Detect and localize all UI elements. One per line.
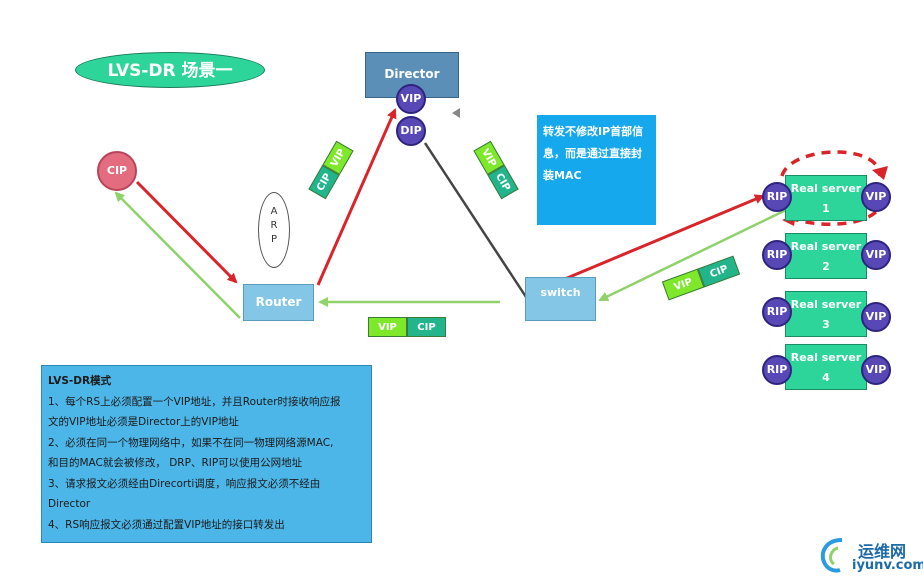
director-dip: DIP	[396, 116, 426, 146]
switch-node: switch	[525, 277, 596, 321]
response-rs-switch-line	[598, 208, 787, 302]
rs1-vip-loop	[780, 150, 882, 177]
director-vip: VIP	[396, 84, 426, 114]
packet-field: CIP	[407, 317, 446, 337]
diagram-title: LVS-DR 场景一	[75, 52, 265, 88]
rs2-vip: VIP	[861, 240, 891, 270]
small-arrow-icon	[452, 108, 460, 118]
watermark: 运维网 iyunv.com	[818, 530, 923, 578]
request-switch-rs1-line	[559, 194, 765, 283]
director-label: Director	[384, 67, 440, 81]
rs1-vip: VIP	[861, 182, 891, 212]
note-line: 装MAC	[543, 169, 582, 182]
real-server-label: Real server	[790, 351, 862, 364]
director-switch-line	[423, 142, 530, 301]
packet-switch-router: VIP CIP	[368, 317, 446, 337]
info-line: 4、RS响应报文必须通过配置VIP地址的接口转发出	[48, 518, 285, 531]
packet-field: VIP	[368, 317, 407, 337]
rs3-rip: RIP	[762, 297, 792, 327]
real-server-label: Real server	[790, 240, 862, 253]
info-line: 2、必须在同一个物理网络中，如果不在同一物理网络源MAC,	[48, 436, 334, 449]
real-server-number: 3	[822, 318, 830, 331]
real-server-label: Real server	[790, 182, 862, 195]
real-server-number: 4	[822, 371, 830, 384]
rs1-rip: RIP	[762, 182, 792, 212]
router-node: Router	[243, 284, 314, 321]
info-line: 1、每个RS上必须配置一个VIP地址，并且Router时接收响应报	[48, 395, 341, 408]
info-line: 文的VIP地址必须是Director上的VIP地址	[48, 416, 239, 428]
real-server-3: Real server 3	[785, 291, 867, 337]
info-heading: LVS-DR模式	[48, 375, 112, 387]
dr-note: 转发不修改IP首部信 息，而是通过直接封 装MAC	[537, 115, 656, 225]
real-server-1: Real server 1	[785, 175, 867, 221]
real-server-label: Real server	[790, 298, 862, 311]
rs3-vip: VIP	[861, 302, 891, 332]
real-server-4: Real server 4	[785, 344, 867, 390]
info-line: 3、请求报文必须经由Direcorti调度，响应报文必须不经由	[48, 477, 321, 490]
real-server-2: Real server 2	[785, 233, 867, 279]
real-server-number: 1	[822, 202, 830, 215]
watermark-url: iyunv.com	[852, 558, 923, 573]
response-router-client-line	[114, 191, 241, 319]
rs4-vip: VIP	[861, 355, 891, 385]
rs2-rip: RIP	[762, 240, 792, 270]
request-router-director-line	[316, 108, 397, 286]
lvs-dr-info-box: LVS-DR模式 1、每个RS上必须配置一个VIP地址，并且Router时接收响…	[41, 365, 372, 543]
info-line: Director	[48, 498, 91, 510]
request-client-router-line	[135, 180, 238, 284]
rs4-rip: RIP	[762, 355, 792, 385]
arp-ellipse: A R P	[258, 192, 290, 268]
arp-letter-r: R	[270, 220, 278, 231]
watermark-text: 运维网	[858, 542, 907, 561]
info-line: 和目的MAC就会被修改， DRP、RIP可以使用公网地址	[48, 457, 303, 469]
arp-letter-p: P	[270, 234, 278, 245]
note-line: 息，而是通过直接封	[543, 147, 642, 160]
client-cip: CIP	[97, 151, 137, 191]
real-server-number: 2	[822, 260, 830, 273]
watermark-logo-icon	[820, 538, 843, 573]
note-line: 转发不修改IP首部信	[543, 125, 644, 138]
arp-letter-a: A	[270, 206, 278, 217]
